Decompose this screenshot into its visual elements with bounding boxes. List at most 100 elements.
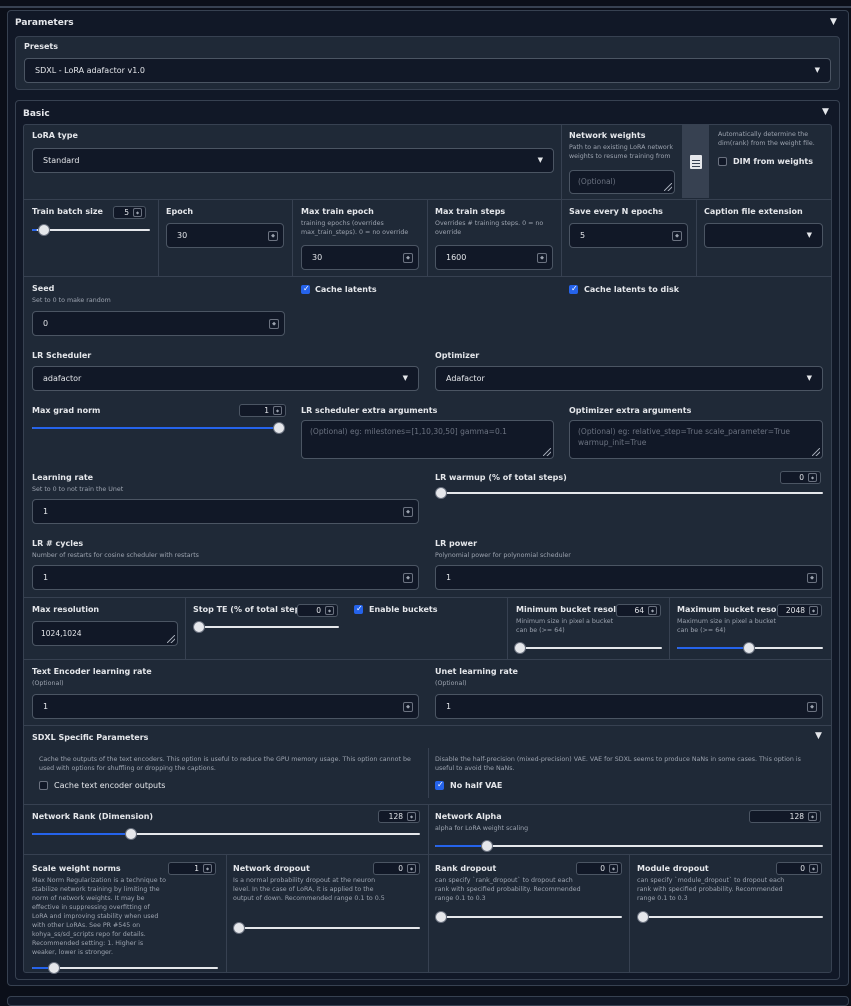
spinner-icon[interactable]: ◆: [807, 573, 817, 583]
basic-title[interactable]: Basic: [23, 109, 50, 119]
save-every-n-epochs-input[interactable]: 5◆: [569, 223, 688, 248]
slider-thumb[interactable]: [124, 828, 137, 840]
seed-label: Seed: [32, 284, 55, 293]
slider-thumb[interactable]: [636, 911, 649, 923]
lr-warmup-slider[interactable]: [434, 487, 823, 499]
slider-thumb[interactable]: [481, 840, 494, 852]
spinner-icon[interactable]: ◆: [268, 231, 278, 241]
presets-dropdown[interactable]: SDXL - LoRA adafactor v1.0▼: [24, 58, 831, 83]
max-grad-norm-number[interactable]: 1◆: [239, 404, 286, 417]
parameters-title[interactable]: Parameters: [15, 18, 74, 28]
spinner-icon[interactable]: ◆: [808, 473, 817, 482]
network-alpha-number[interactable]: 128◆: [749, 810, 821, 823]
unet-lr-input[interactable]: 1◆: [435, 694, 823, 719]
module-dropout-number[interactable]: 0◆: [776, 862, 822, 875]
resize-grip-icon[interactable]: [812, 448, 820, 456]
epoch-input[interactable]: 30◆: [166, 223, 284, 248]
seed-input[interactable]: 0◆: [32, 311, 285, 336]
slider-thumb[interactable]: [232, 922, 245, 934]
spinner-icon[interactable]: ◆: [672, 231, 682, 241]
spinner-icon[interactable]: ◆: [403, 573, 413, 583]
rank-dropout-slider[interactable]: [434, 911, 622, 923]
resize-grip-icon[interactable]: [543, 448, 551, 456]
parameters-collapse-icon[interactable]: ▼: [830, 17, 837, 27]
slider-thumb[interactable]: [48, 962, 61, 974]
te-lr-input[interactable]: 1◆: [32, 694, 419, 719]
spinner-icon[interactable]: ◆: [809, 864, 818, 873]
network-weights-info: Path to an existing LoRA network weights…: [569, 144, 673, 160]
learning-rate-input[interactable]: 1◆: [32, 499, 419, 524]
spinner-icon[interactable]: ◆: [407, 864, 416, 873]
spinner-icon[interactable]: ◆: [133, 208, 142, 217]
spinner-icon[interactable]: ◆: [273, 406, 282, 415]
rank-dropout-number[interactable]: 0◆: [576, 862, 622, 875]
spinner-icon[interactable]: ◆: [403, 507, 413, 517]
network-weights-input[interactable]: (Optional): [569, 170, 675, 194]
min-bucket-slider[interactable]: [514, 642, 662, 654]
slider-thumb[interactable]: [272, 422, 285, 434]
spinner-icon[interactable]: ◆: [809, 606, 818, 615]
lr-power-input[interactable]: 1◆: [435, 565, 823, 590]
max-train-epoch-input[interactable]: 30◆: [301, 245, 419, 270]
network-rank-number[interactable]: 128◆: [378, 810, 420, 823]
max-bucket-slider[interactable]: [677, 642, 823, 654]
spinner-icon[interactable]: ◆: [403, 702, 413, 712]
scale-weight-norms-number[interactable]: 1◆: [168, 862, 216, 875]
caption-ext-dropdown[interactable]: ▼: [704, 223, 823, 248]
slider-thumb[interactable]: [37, 224, 50, 236]
spinner-icon[interactable]: ◆: [403, 253, 413, 263]
cache-latents-checkbox[interactable]: [301, 284, 310, 294]
slider-thumb[interactable]: [434, 911, 447, 923]
spinner-icon[interactable]: ◆: [537, 253, 547, 263]
max-train-epoch-label: Max train epoch: [301, 207, 374, 216]
lora-type-dropdown[interactable]: Standard▼: [32, 148, 554, 173]
cache-te-outputs-checkbox[interactable]: [39, 781, 48, 790]
slider-thumb[interactable]: [192, 621, 205, 633]
lr-cycles-input[interactable]: 1◆: [32, 565, 419, 590]
enable-buckets-checkbox[interactable]: [354, 604, 363, 614]
network-rank-slider[interactable]: [32, 828, 420, 840]
max-bucket-number[interactable]: 2048◆: [777, 604, 822, 617]
slider-thumb[interactable]: [742, 642, 755, 654]
spinner-icon[interactable]: ◆: [609, 864, 618, 873]
presets-value: SDXL - LoRA adafactor v1.0: [35, 66, 145, 75]
basic-collapse-icon[interactable]: ▼: [822, 107, 829, 117]
resize-grip-icon[interactable]: [167, 635, 175, 643]
max-train-steps-input[interactable]: 1600◆: [435, 245, 553, 270]
stop-te-number[interactable]: 0◆: [297, 604, 338, 617]
spinner-icon[interactable]: ◆: [407, 812, 416, 821]
slider-thumb[interactable]: [514, 642, 527, 654]
spinner-icon[interactable]: ◆: [808, 812, 817, 821]
network-alpha-slider[interactable]: [435, 840, 823, 852]
train-batch-size-number[interactable]: 5◆: [113, 206, 146, 219]
spinner-icon[interactable]: ◆: [807, 702, 817, 712]
slider-thumb[interactable]: [434, 487, 447, 499]
spinner-icon[interactable]: ◆: [203, 864, 212, 873]
lr-scheduler-dropdown[interactable]: adafactor▼: [32, 366, 419, 391]
sdxl-title[interactable]: SDXL Specific Parameters: [32, 733, 149, 742]
sdxl-collapse-icon[interactable]: ▼: [815, 731, 822, 741]
max-resolution-input[interactable]: 1024,1024: [32, 621, 178, 646]
optimizer-args-input[interactable]: (Optional) eg: relative_step=True scale_…: [569, 420, 823, 459]
optimizer-dropdown[interactable]: Adafactor▼: [435, 366, 823, 391]
no-half-vae-checkbox[interactable]: [435, 780, 444, 790]
spinner-icon[interactable]: ◆: [269, 319, 279, 329]
train-batch-size-slider[interactable]: [32, 224, 150, 236]
file-picker-button[interactable]: [682, 125, 709, 198]
lr-scheduler-args-input[interactable]: (Optional) eg: milestones=[1,10,30,50] g…: [301, 420, 554, 459]
rank-dropout-value: 0: [600, 864, 605, 873]
network-dropout-slider[interactable]: [232, 922, 420, 934]
scale-weight-norms-slider[interactable]: [32, 962, 218, 974]
spinner-icon[interactable]: ◆: [648, 606, 657, 615]
resize-grip-icon[interactable]: [664, 183, 672, 191]
stop-te-slider[interactable]: [192, 621, 339, 633]
divider: [185, 597, 186, 659]
spinner-icon[interactable]: ◆: [325, 606, 334, 615]
network-dropout-number[interactable]: 0◆: [373, 862, 420, 875]
dim-from-weights-checkbox[interactable]: [718, 157, 727, 166]
min-bucket-number[interactable]: 64◆: [616, 604, 661, 617]
max-grad-norm-slider[interactable]: [32, 422, 285, 434]
module-dropout-slider[interactable]: [636, 911, 823, 923]
cache-latents-disk-checkbox[interactable]: [569, 284, 578, 294]
lr-warmup-number[interactable]: 0◆: [780, 471, 821, 484]
